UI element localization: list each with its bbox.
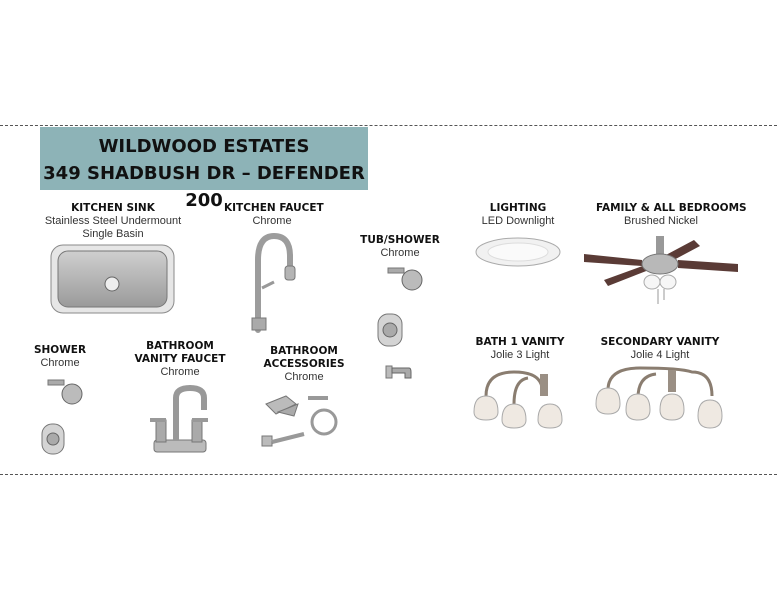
vanity-4-light-image xyxy=(595,366,723,429)
header-banner: WILDWOOD ESTATES 349 SHADBUSH DR – DEFEN… xyxy=(40,127,368,211)
family-bedrooms-title: FAMILY & ALL BEDROOMS xyxy=(596,202,747,214)
bathroom-accessories-title-1: BATHROOM xyxy=(270,345,338,357)
bath1-vanity-title: BATH 1 VANITY xyxy=(475,336,565,348)
tub-shower-valve-image xyxy=(377,313,403,347)
tub-shower-label: TUB/SHOWER Chrome xyxy=(360,234,440,260)
bathroom-accessories-title-2: ACCESSORIES xyxy=(263,358,345,370)
family-bedrooms-desc: Brushed Nickel xyxy=(624,215,698,227)
tub-shower-desc: Chrome xyxy=(380,247,420,259)
shower-valve-image xyxy=(41,423,65,455)
bath1-vanity-label: BATH 1 VANITY Jolie 3 Light xyxy=(472,336,568,362)
kitchen-sink-title: KITCHEN SINK xyxy=(71,202,155,214)
vanity-faucet-image xyxy=(150,384,208,453)
vanity-3-light-image xyxy=(473,370,563,429)
bathroom-accessories-label: BATHROOM ACCESSORIES Chrome xyxy=(256,345,352,384)
kitchen-faucet-image xyxy=(251,232,296,333)
shower-desc: Chrome xyxy=(40,357,80,369)
kitchen-sink-desc: Stainless Steel Undermount xyxy=(44,215,182,227)
kitchen-sink-desc-2: Single Basin xyxy=(82,228,144,240)
bath1-vanity-desc: Jolie 3 Light xyxy=(490,349,550,361)
kitchen-faucet-desc: Chrome xyxy=(252,215,292,227)
community-title: WILDWOOD ESTATES xyxy=(98,136,310,157)
secondary-vanity-desc: Jolie 4 Light xyxy=(630,349,690,361)
tub-shower-head-image xyxy=(387,267,423,291)
bottom-dashed-divider xyxy=(0,474,777,475)
kitchen-faucet-title: KITCHEN FAUCET xyxy=(224,202,324,214)
led-downlight-image xyxy=(475,237,561,267)
secondary-vanity-label: SECONDARY VANITY Jolie 4 Light xyxy=(600,336,720,362)
secondary-vanity-title: SECONDARY VANITY xyxy=(600,336,720,348)
lighting-desc: LED Downlight xyxy=(481,215,555,227)
shower-title: SHOWER xyxy=(33,344,87,356)
bathroom-accessories-desc: Chrome xyxy=(284,371,324,383)
ceiling-fan-image xyxy=(584,236,738,304)
bathroom-vanity-faucet-desc: Chrome xyxy=(160,366,200,378)
kitchen-faucet-label: KITCHEN FAUCET Chrome xyxy=(224,202,324,228)
lighting-label: LIGHTING LED Downlight xyxy=(470,202,566,228)
tub-shower-title: TUB/SHOWER xyxy=(360,234,440,246)
lighting-title: LIGHTING xyxy=(489,202,547,214)
kitchen-sink-label: KITCHEN SINK Stainless Steel Undermount … xyxy=(40,202,186,241)
family-bedrooms-label: FAMILY & ALL BEDROOMS Brushed Nickel xyxy=(596,202,747,228)
top-dashed-divider xyxy=(0,125,777,126)
shower-head-image xyxy=(47,379,83,405)
bathroom-vanity-faucet-label: BATHROOM VANITY FAUCET Chrome xyxy=(132,340,228,379)
bathroom-vanity-faucet-title-2: VANITY FAUCET xyxy=(134,353,226,365)
bathroom-vanity-faucet-title-1: BATHROOM xyxy=(146,340,214,352)
bathroom-accessories-image xyxy=(261,395,338,447)
shower-label: SHOWER Chrome xyxy=(30,344,90,370)
tub-spout-image xyxy=(385,365,412,379)
kitchen-sink-image xyxy=(50,244,175,314)
address-title: 349 SHADBUSH DR – DEFENDER 200 xyxy=(43,163,365,211)
